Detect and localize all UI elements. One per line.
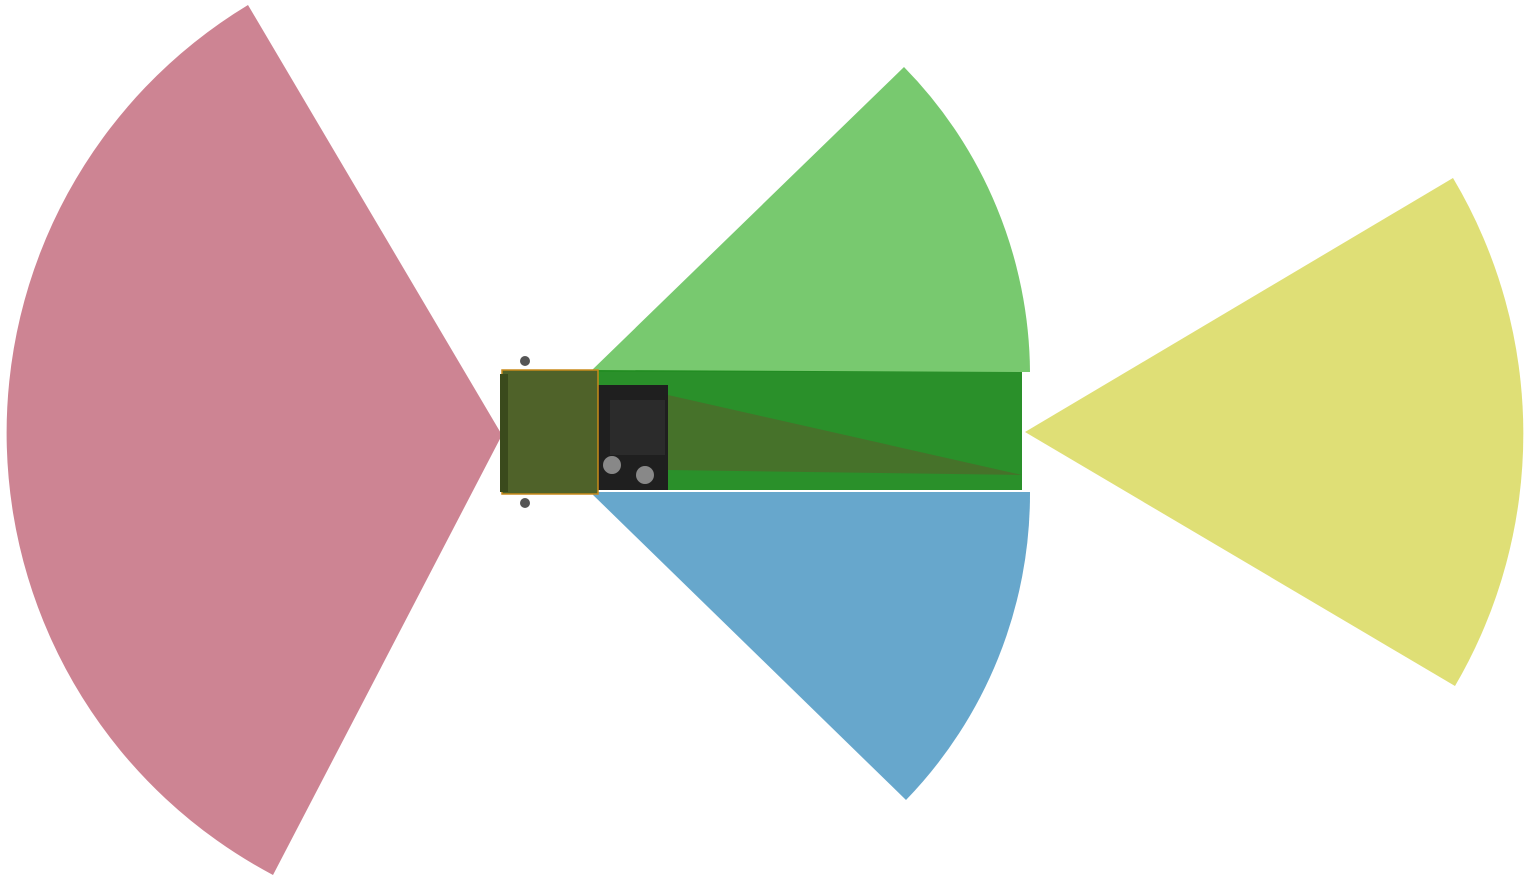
vehicle-wheel-rear-left (603, 456, 621, 474)
far-front-zone (1025, 178, 1524, 686)
rear-zone (6, 5, 502, 875)
vehicle-mirror-right (520, 498, 530, 508)
vehicle-mirror-left (520, 356, 530, 366)
vehicle-cab-front-bumper (500, 374, 508, 492)
vehicle (500, 356, 668, 508)
left-side-zone (590, 67, 1030, 372)
vehicle-engine-block (610, 400, 665, 455)
vehicle-cab (501, 369, 599, 495)
vehicle-wheel-rear-right (636, 466, 654, 484)
projection-wedge (668, 395, 1022, 475)
right-side-zone (590, 492, 1031, 800)
